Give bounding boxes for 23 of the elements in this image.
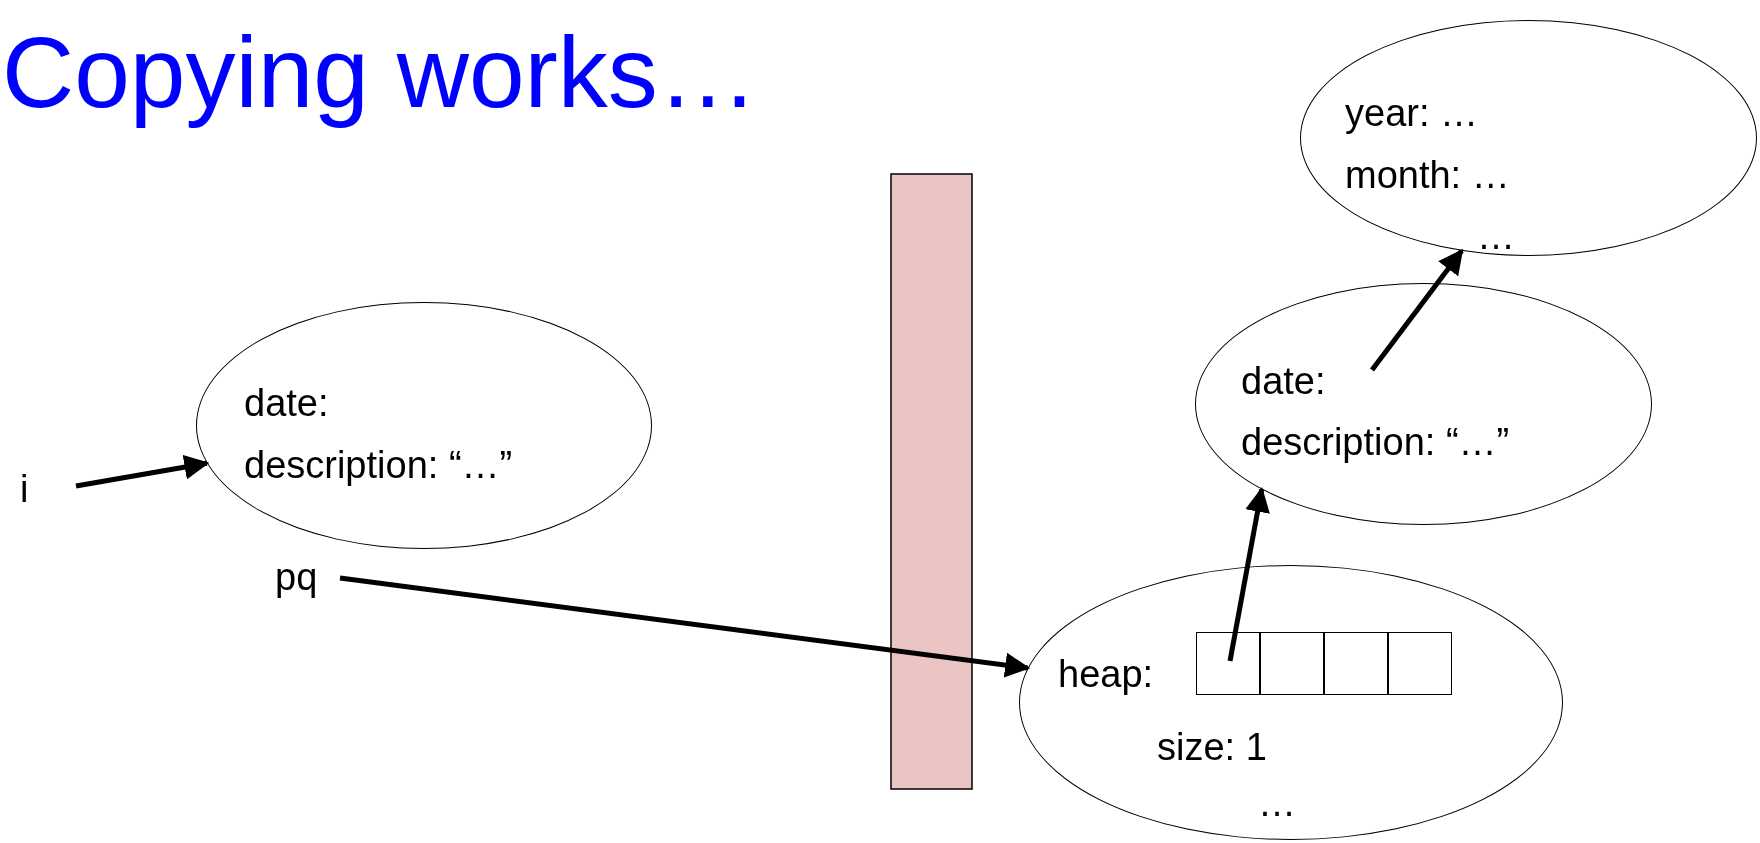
arrow <box>339 575 1031 678</box>
field-text: description: “…” <box>1241 420 1510 465</box>
field-text: date: <box>1241 359 1326 404</box>
field-text: year: … <box>1345 91 1479 136</box>
field-text: … <box>1477 214 1515 259</box>
arrow <box>1370 248 1464 372</box>
arrow <box>75 454 210 489</box>
variable-label: i <box>20 466 29 512</box>
field-text: size: 1 <box>1157 725 1267 770</box>
object-ellipse <box>1019 565 1563 840</box>
variable-label: pq <box>275 554 318 600</box>
slide-title: Copying works… <box>2 15 758 130</box>
array-cell <box>1260 632 1324 695</box>
field-text: … <box>1258 781 1296 826</box>
field-text: description: “…” <box>244 443 513 488</box>
field-text: heap: <box>1058 652 1154 697</box>
field-text: month: … <box>1345 153 1510 198</box>
array-cell <box>1324 632 1388 695</box>
object-ellipse <box>196 302 652 549</box>
field-text: date: <box>244 381 329 426</box>
array-cell <box>1196 632 1260 695</box>
array-cell <box>1388 632 1452 695</box>
arrow <box>1227 486 1270 662</box>
